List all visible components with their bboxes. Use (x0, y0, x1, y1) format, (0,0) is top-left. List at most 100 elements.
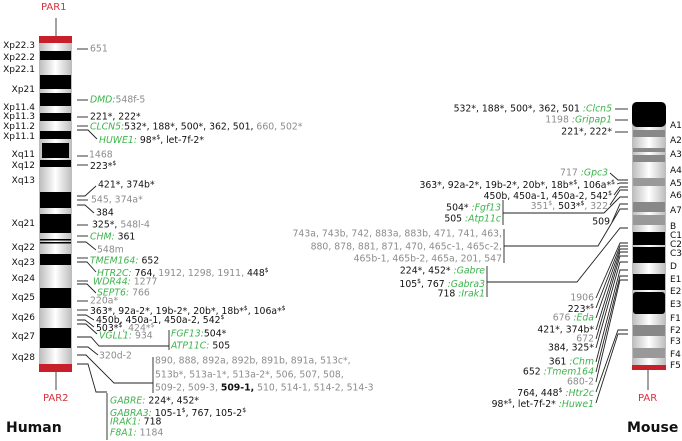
mirna-annotation: 764, 448$ :Htr2c (517, 385, 594, 399)
mirna-annotation: 221*, 222* (90, 112, 141, 123)
mirna-list: 224*, 452* (399, 265, 454, 277)
mirna-list: 548m (97, 244, 124, 256)
gene-name: IRAK1: (110, 416, 141, 428)
mirna-list: 320d-2 (99, 350, 132, 362)
band-label: Xq28 (11, 353, 35, 363)
superscript-marker: $ (242, 407, 247, 414)
superscript-marker: $ (548, 200, 553, 207)
mirna-list: , 322 (584, 201, 608, 212)
mirna-annotation: 880, 878, 881, 871, 470, 465c-1, 465c-2, (311, 242, 502, 253)
gene-name: F8A1: (110, 427, 137, 439)
mirna-list: 1912, 1298, 1911, (158, 268, 248, 279)
mirna-list: 532*, 188*, 500*, 362, 501 (453, 103, 583, 115)
human-title: Human (6, 420, 62, 436)
superscript-marker: $ (608, 190, 612, 197)
mirna-list: 1468 (89, 149, 113, 161)
mirna-list: 224*, 452* (145, 395, 200, 407)
band-label: F3 (670, 337, 681, 347)
mirna-annotation: 384 (96, 208, 114, 219)
mirna-list: 510, 514-1, 514-2, 514-3 (254, 382, 374, 394)
mirna-annotation: 676 :Eda (553, 313, 594, 324)
superscript-marker: $ (150, 322, 155, 329)
mirna-list: 548l-4 (120, 219, 150, 231)
gene-name: :Gabre (453, 265, 485, 277)
gene-name: DMD: (90, 94, 116, 106)
superscript-marker: $ (508, 398, 512, 405)
mirna-list: 450b, 450a-1, 450a-2, 542 (96, 315, 221, 326)
gene-name: WDR44: (93, 276, 131, 288)
mirna-annotation: ATP11C: 505 (171, 341, 230, 352)
mirna-list: , 106a* (247, 306, 282, 317)
mirna-list: 513b*, 513a-1*, 513a-2*, 506, 507, 508, (155, 369, 344, 381)
gene-name: CLCN5: (90, 121, 125, 133)
band-label: A3 (670, 150, 682, 160)
mirna-list: 743a, 743b, 742, 883a, 883b, 471, 741, 4… (292, 228, 502, 240)
mirna-list: 504* (203, 328, 227, 340)
mirna-annotation: 505 :Atp11c (444, 214, 501, 225)
mirna-list: 505 (444, 213, 466, 225)
mirna-list: 505 (209, 340, 231, 352)
mirna-annotation: TMEM164: 652 (90, 256, 159, 267)
mirna-list: 503* (558, 201, 581, 212)
gene-name: GABRA3: (110, 408, 152, 419)
band-label: Xq11 (11, 150, 35, 160)
mirna-annotation: 363*, 92a-2*, 19b-2*, 20b*, 18b*$, 106a*… (419, 177, 615, 191)
mirna-annotation: 680-2 (567, 377, 594, 388)
mirna-annotation: 351$, 503*$, 322 (531, 198, 608, 212)
superscript-marker: $ (558, 387, 563, 394)
mirna-list: 220a* (90, 295, 119, 307)
band-label: Xp21 (11, 85, 35, 95)
mirna-annotation: 504* :Fgf13 (446, 203, 501, 214)
mirna-annotation: SEPT6: 766 (97, 288, 150, 299)
mirna-annotation: 320d-2 (99, 351, 132, 362)
mirna-annotation: 503*$, 424*$ (96, 320, 154, 334)
band-label: A1 (670, 121, 682, 131)
mirna-annotation: 672 (576, 334, 594, 345)
mirna-list: , 424* (122, 323, 151, 334)
band-label: Xp22.1 (3, 65, 35, 75)
mirna-list: 509-1, (220, 382, 255, 394)
band-label: Xp11.4 (3, 103, 35, 113)
mirna-annotation: 450b, 450a-1, 450a-2, 542$ (96, 312, 224, 326)
band-label: C2 (670, 240, 682, 250)
gene-name: :Huwe1 (558, 399, 594, 410)
mirna-annotation: 548m (97, 245, 124, 256)
band-label: Xp11.3 (3, 112, 35, 122)
band-label: Xp22.2 (3, 53, 35, 63)
superscript-marker: $ (112, 160, 117, 167)
superscript-marker: $ (281, 305, 286, 312)
mirna-list: 764, (131, 268, 159, 279)
mirna-list: 221*, 222* (90, 111, 141, 123)
superscript-marker: $ (264, 267, 269, 274)
band-label: Xq24 (11, 274, 35, 284)
mirna-annotation: VGLL1: 934 (99, 331, 153, 342)
superscript-marker: $ (580, 200, 585, 207)
mirna-list: 98* (136, 135, 157, 146)
band-label: E1 (670, 275, 682, 285)
gene-name: :Fgf13 (471, 202, 501, 214)
superscript-marker: $ (611, 179, 615, 186)
mirna-annotation: 221*, 222* (561, 127, 612, 138)
gene-name: :Gripap1 (571, 114, 612, 126)
mirna-list: 652 (138, 255, 160, 267)
superscript-marker: $ (220, 314, 225, 321)
human-x-chromosome (39, 18, 72, 390)
superscript-marker: $ (417, 278, 421, 285)
mirna-annotation: 223*$ (568, 301, 594, 315)
mouse-par-label: PAR (638, 393, 658, 404)
mirna-annotation: CLCN5:532*, 188*, 500*, 362, 501, 660, 5… (90, 122, 302, 133)
band-label: E2 (670, 287, 682, 297)
mirna-annotation: 718 :Irak1 (438, 289, 485, 300)
mirna-list: 504* (446, 202, 472, 214)
band-label: A7 (670, 206, 682, 216)
gene-name: HUWE1: (99, 135, 137, 146)
gene-name: FGF13: (171, 328, 204, 340)
mirna-list: 764, 448 (517, 388, 559, 399)
gene-name: SEPT6: (97, 287, 130, 299)
mirna-annotation: 890, 888, 892a, 892b, 891b, 891a, 513c*, (155, 356, 351, 367)
gene-name: :Tmem164 (543, 366, 594, 378)
mirna-annotation: 1468 (89, 150, 113, 161)
band-label: Xq25 (11, 293, 35, 303)
mirna-annotation: 224*, 452* :Gabre (400, 266, 485, 277)
